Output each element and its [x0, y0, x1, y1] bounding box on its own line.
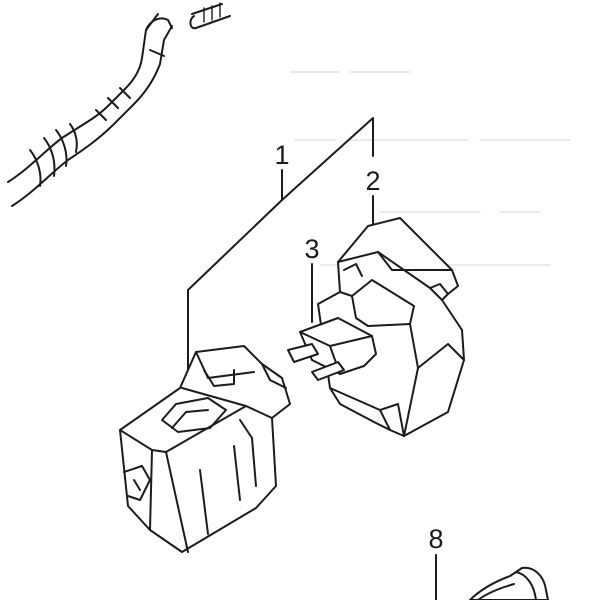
callout-8: 8: [428, 524, 443, 554]
relay-cover: [317, 217, 465, 437]
relay-terminals: [287, 317, 377, 381]
callout-1: 1: [274, 140, 289, 170]
callout-3: 3: [304, 234, 319, 264]
bleed-through-marks: [289, 71, 571, 266]
callout-labels: 1 2 3 8: [274, 140, 443, 554]
connector-housing: [119, 345, 291, 553]
wiring-harness: [7, 2, 231, 207]
hose-fitting: [469, 566, 549, 600]
callout-2: 2: [365, 166, 380, 196]
leader-lines: [187, 117, 437, 600]
